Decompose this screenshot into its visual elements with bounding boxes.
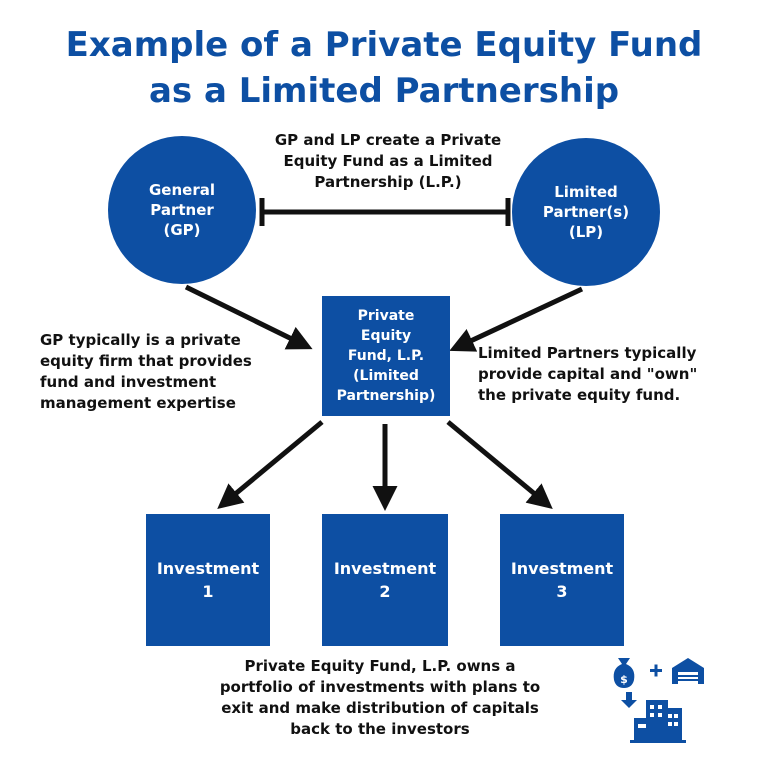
investment-icon-group: $: [612, 654, 712, 746]
arrow-fund-to-investment-3: [446, 420, 553, 509]
gp-lp-relationship-note: GP and LP create a Private Equity Fund a…: [274, 131, 502, 191]
portfolio-note: Private Equity Fund, L.P. owns a portfol…: [219, 657, 541, 738]
private-equity-fund-label: Private Equity Fund, L.P. (Limited Partn…: [336, 308, 436, 404]
title-line-1: Example of a Private Equity Fund: [65, 25, 703, 65]
arrow-fund-to-investment-1: [217, 420, 324, 509]
arrow-gp-to-fund: [184, 284, 313, 350]
svg-text:$: $: [620, 673, 628, 686]
page-title: Example of a Private Equity Fund as a Li…: [0, 22, 768, 114]
general-partner-label: General Partner (GP): [149, 181, 215, 239]
garage-icon: [672, 658, 704, 684]
private-equity-fund-node: Private Equity Fund, L.P. (Limited Partn…: [322, 296, 450, 416]
plus-icon: [650, 664, 662, 677]
title-line-2: as a Limited Partnership: [148, 71, 620, 111]
gp-description-note: GP typically is a private equity firm th…: [40, 331, 252, 412]
buildings-icon: [630, 700, 686, 743]
money-bag-icon: $: [613, 658, 635, 688]
investment-1-label: Investment 1: [156, 559, 260, 601]
general-partner-node: General Partner (GP): [108, 136, 256, 284]
investment-1-node: Investment 1: [146, 514, 270, 646]
investment-3-node: Investment 3: [500, 514, 624, 646]
arrow-lp-to-fund: [449, 286, 584, 352]
investment-2-node: Investment 2: [322, 514, 448, 646]
limited-partner-node: Limited Partner(s) (LP): [512, 138, 660, 286]
investment-2-label: Investment 2: [333, 559, 437, 601]
down-arrow-icon: [621, 692, 637, 708]
lp-description-note: Limited Partners typically provide capit…: [478, 344, 698, 404]
investment-3-label: Investment 3: [510, 559, 614, 601]
limited-partner-label: Limited Partner(s) (LP): [542, 183, 630, 241]
